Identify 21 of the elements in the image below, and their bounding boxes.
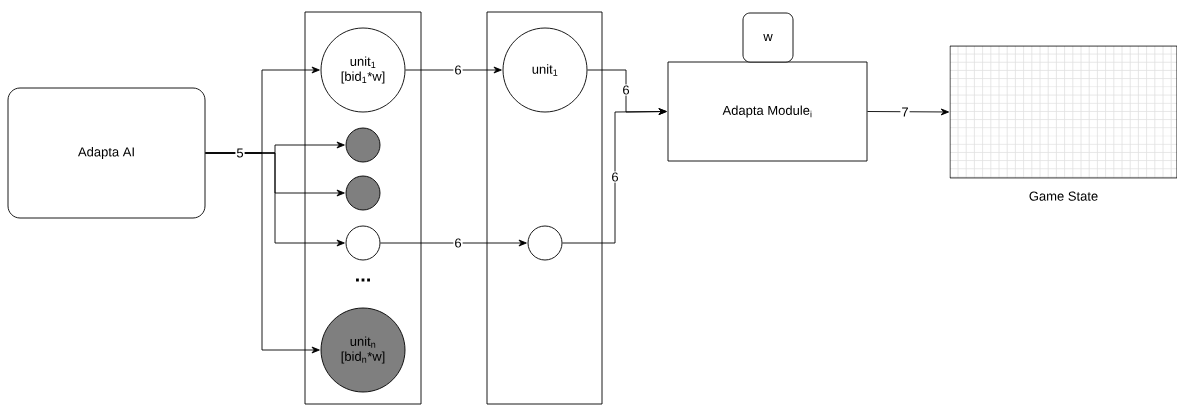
arrow xyxy=(405,66,502,74)
edge-label: 5 xyxy=(235,147,245,159)
unit-circle xyxy=(527,225,563,261)
game-state-grid: Game State xyxy=(949,45,1177,201)
arrow xyxy=(562,108,667,244)
module-box: Adapta Module$_{i}$ xyxy=(667,61,868,162)
arrow xyxy=(205,152,320,354)
edge-label: 6 xyxy=(453,64,463,76)
unit-circle xyxy=(345,175,381,211)
edge-label: 6 xyxy=(610,171,620,183)
unit-circle xyxy=(345,225,381,261)
arrow xyxy=(867,108,950,116)
unit-circle xyxy=(345,127,381,163)
edge-label: 7 xyxy=(900,106,910,118)
edge-label: 6 xyxy=(453,237,463,249)
arrow xyxy=(380,239,527,247)
rounded-box: w xyxy=(742,12,794,63)
node-label: Game State xyxy=(1029,191,1098,201)
edge-label: 6 xyxy=(621,84,631,96)
ellipsis: ... xyxy=(356,278,370,282)
rounded-box: Adapta AI xyxy=(7,87,206,219)
